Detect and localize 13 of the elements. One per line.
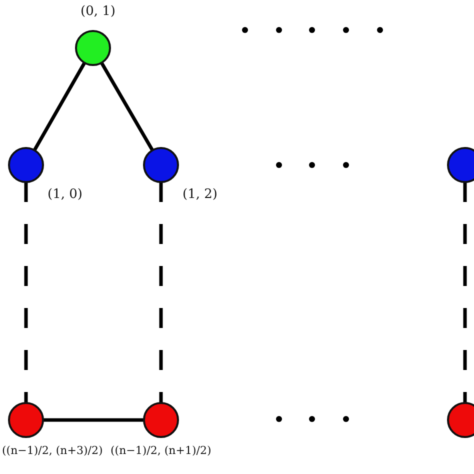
edge-line xyxy=(43,418,144,422)
edge-line xyxy=(32,62,86,152)
vertex-circle xyxy=(8,402,44,438)
vertex-circle xyxy=(8,147,44,183)
vertex-circle xyxy=(143,402,179,438)
coordinate-label: (0, 1) xyxy=(80,4,116,19)
vertex-circle xyxy=(143,147,179,183)
coordinate-label: (1, 2) xyxy=(182,187,218,202)
coordinate-label: ((n−1)/2, (n+1)/2) xyxy=(110,444,212,457)
coordinate-label: ((n−1)/2, (n+3)/2) xyxy=(2,444,103,457)
coordinate-label: (1, 0) xyxy=(48,187,82,202)
edge-line xyxy=(100,62,154,152)
vertex-circle xyxy=(75,30,111,66)
